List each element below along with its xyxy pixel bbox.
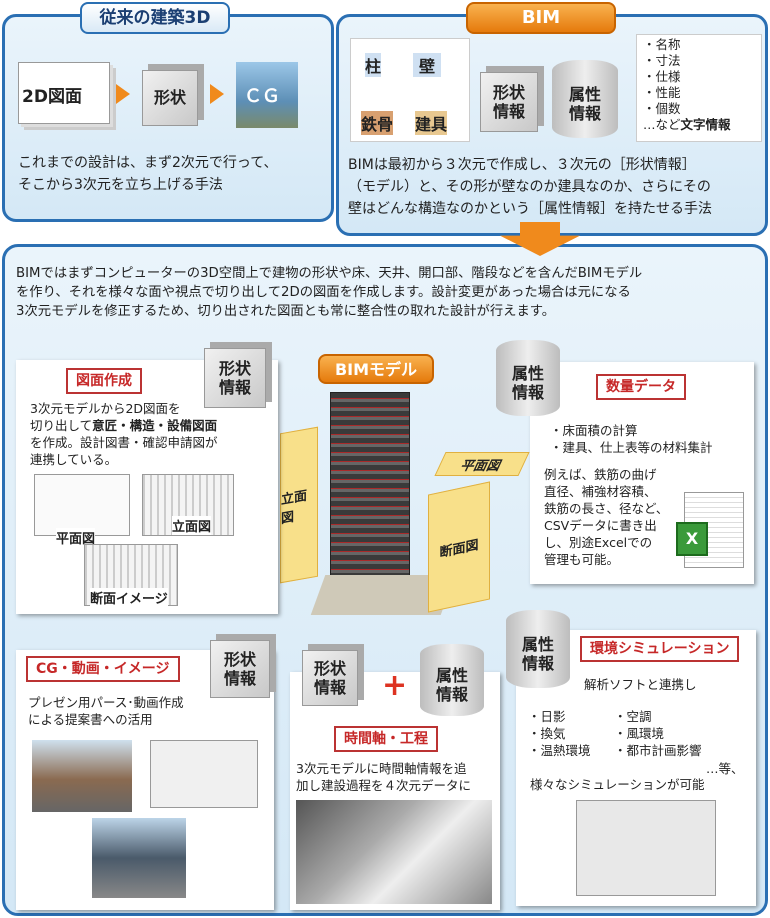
- excel-icon: X: [676, 522, 708, 556]
- elevation-drawing-label: 立面図: [172, 516, 212, 535]
- env-tail: 様々なシミュレーションが可能: [530, 777, 705, 792]
- plus-icon: +: [382, 668, 408, 703]
- part-fitting: 建具: [415, 111, 448, 135]
- section-image-label: 断面イメージ: [90, 588, 168, 607]
- arrow-icon: [210, 84, 224, 104]
- drawings-title: 図面作成: [66, 368, 142, 394]
- building-model: [330, 392, 410, 592]
- shape-cube: 形状: [142, 70, 198, 126]
- attr-info-badge: 属性 情報: [420, 644, 484, 716]
- shape-info-cube: 形状 情報: [480, 72, 538, 132]
- shape-info-badge: 形状 情報: [302, 650, 358, 706]
- cg-label: ＣＧ: [244, 86, 280, 107]
- time-title: 時間軸・工程: [334, 726, 438, 752]
- elevation-plane: 立面図: [280, 426, 318, 584]
- plan-drawing-label: 平面図: [56, 528, 96, 547]
- bim-title: BIM: [466, 2, 616, 34]
- bim-desc: BIMは最初から３次元で作成し、３次元の［形状情報］（モデル）と、その形が壁なの…: [348, 157, 712, 217]
- intro-text: BIMではまずコンピューターの3D空間上で建物の形状や床、天井、開口部、階段など…: [16, 266, 643, 319]
- drawings-desc: 3次元モデルから2D図面を 切り出して意匠・構造・設備図面 を作成。設計図書・確…: [30, 401, 218, 467]
- drawing-label: 2D図面: [22, 82, 82, 107]
- traditional-desc: これまでの設計は、まず2次元で行って、そこから3次元を立ち上げる手法: [18, 155, 278, 193]
- simulation-map-image: [576, 800, 716, 896]
- quantity-desc: 例えば、鉄筋の曲げ直径、補強材容積、鉄筋の長さ、径など、CSVデータに書き出し、…: [544, 467, 669, 567]
- cg-model-image: [150, 740, 258, 808]
- cg-title: CG・動画・イメージ: [26, 656, 180, 682]
- cg-image: ＣＧ: [236, 62, 298, 128]
- part-steel: 鉄骨: [361, 111, 394, 135]
- env-list-right: ・空調・風環境・都市計画影響: [614, 709, 702, 758]
- env-list-left: ・日影・換気・温熱環境: [528, 709, 591, 758]
- quantity-bullets: ・床面積の計算・建具、仕上表等の材料集計: [550, 423, 713, 455]
- cg-perspective-image: [32, 740, 132, 812]
- env-title: 環境シミュレーション: [580, 636, 740, 662]
- time-sequence-image: [296, 800, 492, 904]
- cg-photo-image: [92, 818, 186, 898]
- quantity-title: 数量データ: [596, 374, 686, 400]
- env-lead: 解析ソフトと連携し: [584, 677, 697, 692]
- part-wall: 壁: [413, 53, 442, 77]
- time-desc: 3次元モデルに時間軸情報を追加し建設過程を４次元データに: [296, 761, 472, 793]
- attr-list: ・名称・寸法・仕様・性能・個数 …など文字情報: [636, 34, 762, 142]
- bim-parts-image: 柱 壁 鉄骨 建具: [350, 38, 470, 142]
- env-etc: …等、: [706, 761, 744, 776]
- attr-info-cylinder: 属性 情報: [552, 60, 618, 138]
- bim-model-title: BIMモデル: [318, 354, 434, 384]
- cg-desc: プレゼン用パース･動画作成による提案書への活用: [28, 695, 184, 727]
- shape-info-badge: 形状 情報: [210, 640, 270, 698]
- shape-info-badge: 形状 情報: [204, 348, 266, 408]
- plan-plane: 平面図: [434, 452, 530, 476]
- traditional-title: 従来の建築3D: [80, 2, 230, 34]
- section-plane: 断面図: [428, 481, 490, 613]
- plan-drawing-image: [34, 474, 130, 536]
- attr-info-badge: 属性 情報: [506, 610, 570, 688]
- part-column: 柱: [365, 53, 382, 77]
- arrow-icon: [116, 84, 130, 104]
- attr-info-badge: 属性 情報: [496, 340, 560, 416]
